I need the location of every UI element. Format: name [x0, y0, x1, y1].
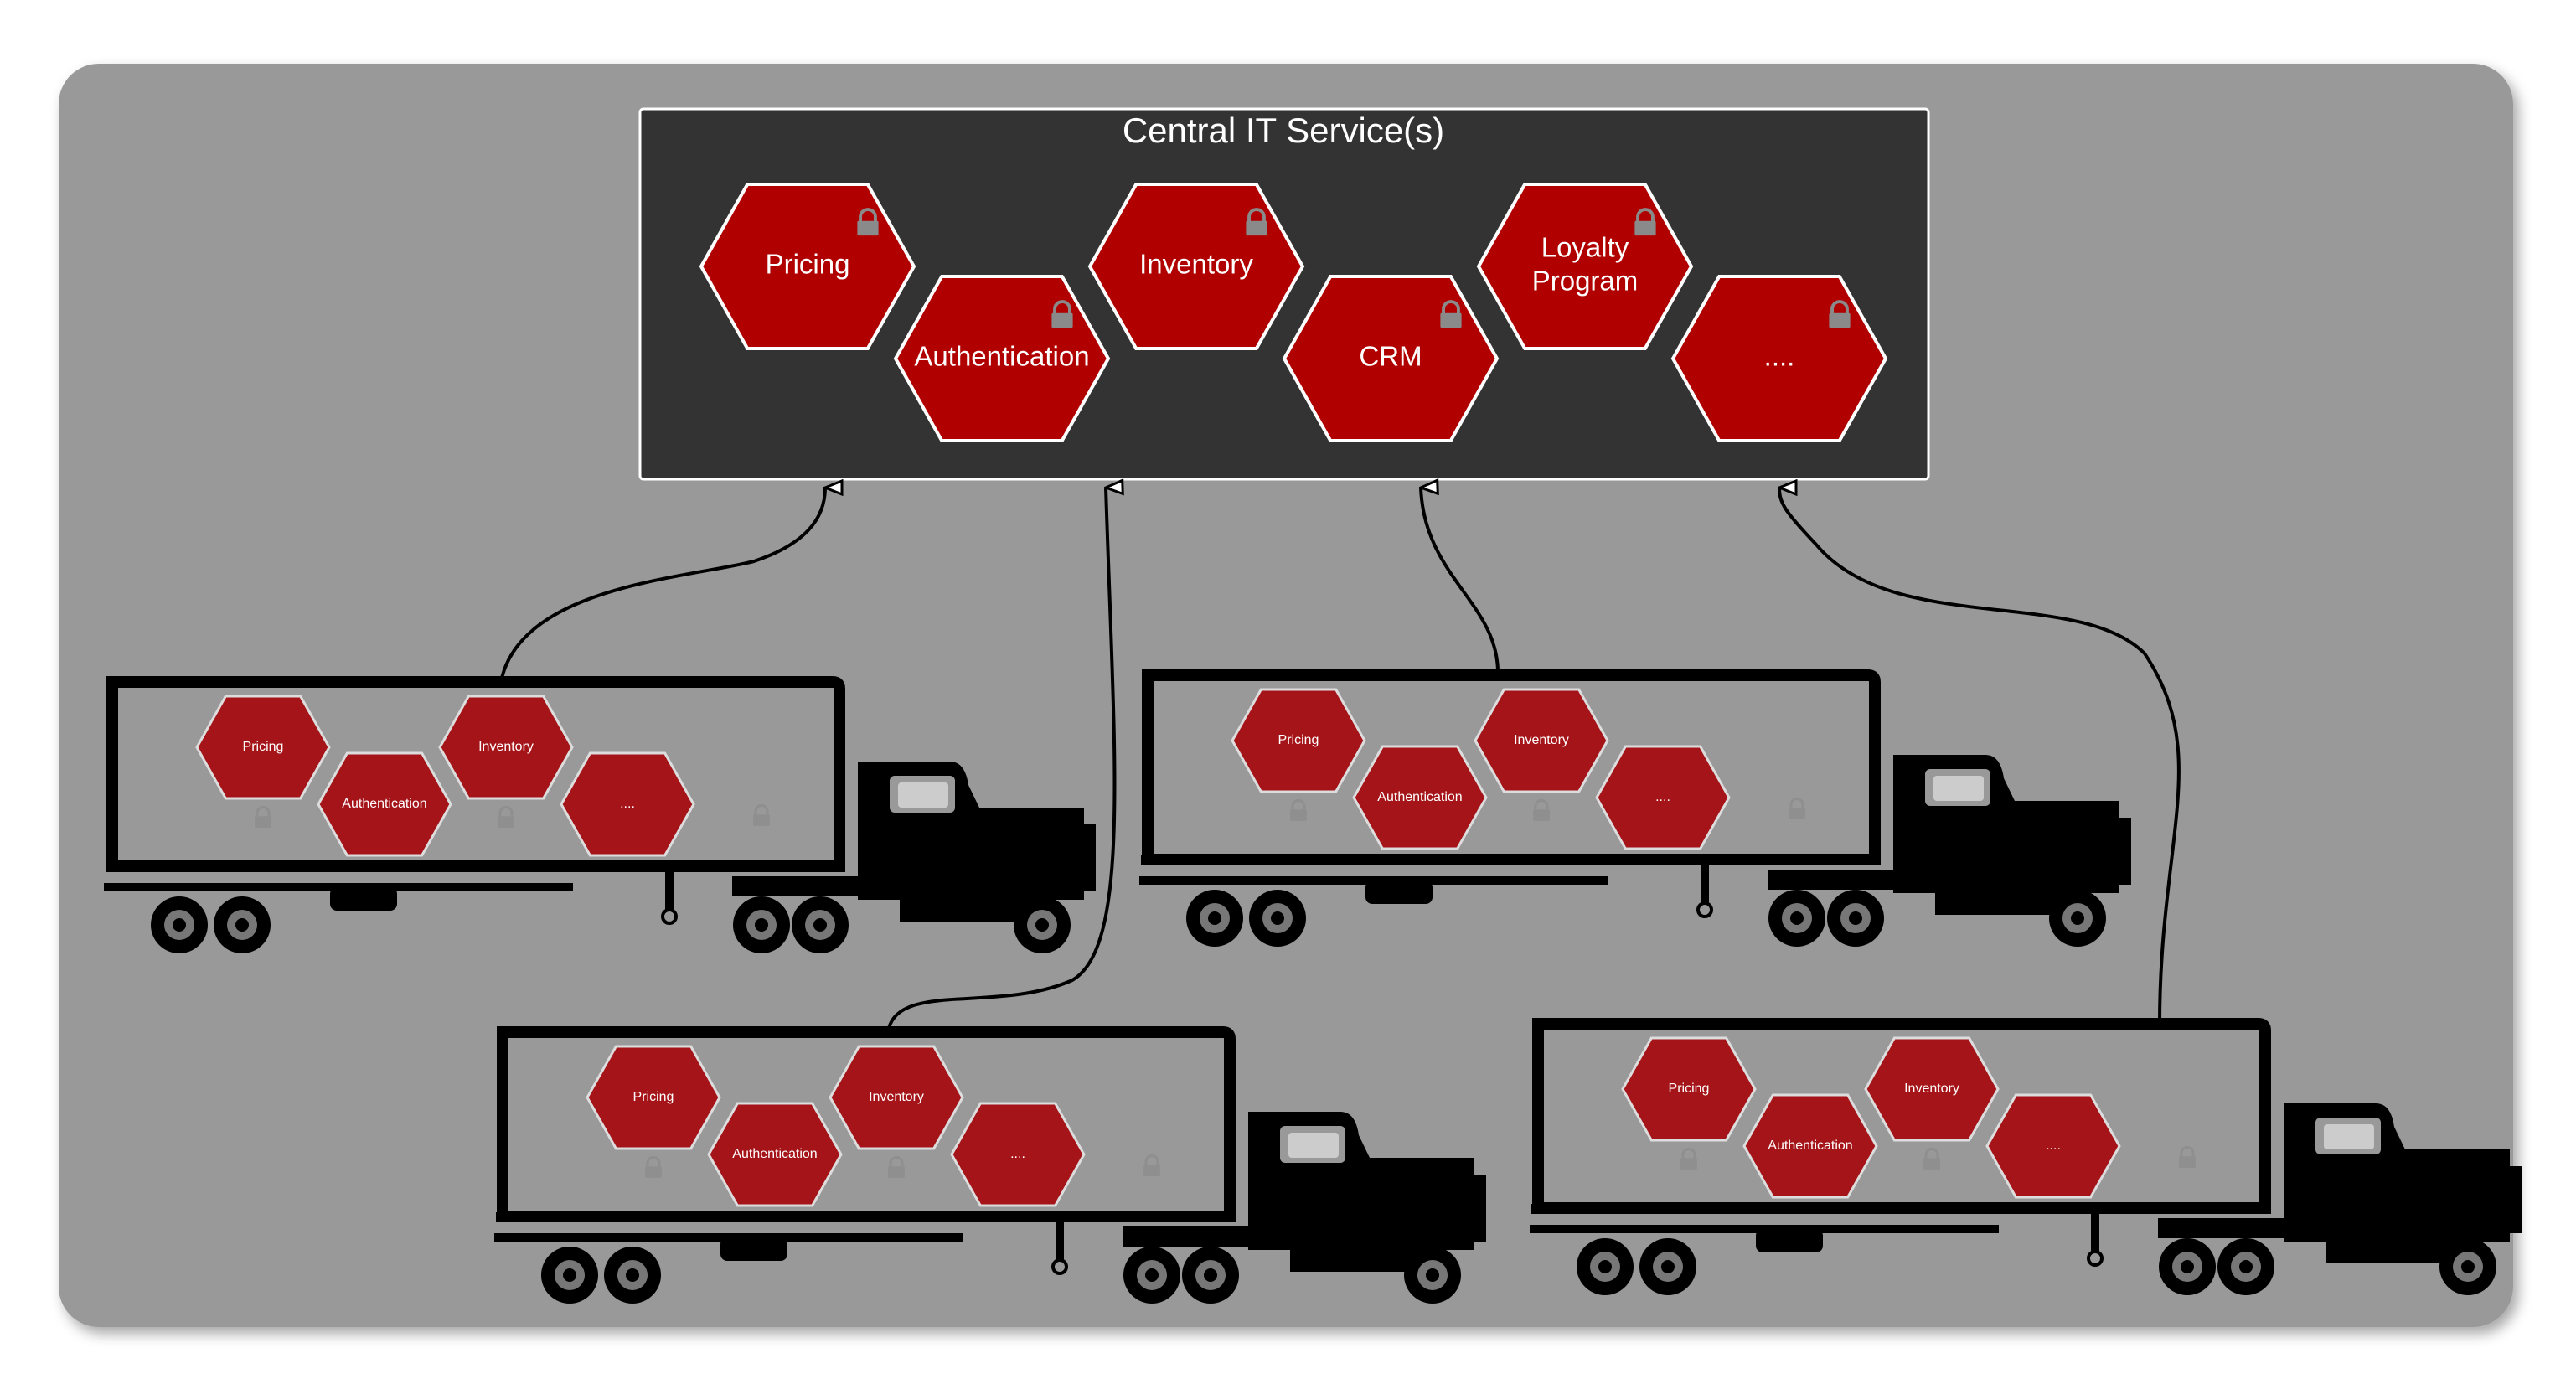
lock-icon [1789, 797, 1805, 819]
truck-service-label: Pricing [243, 740, 284, 754]
truck-service-hexagon[interactable]: Inventory [438, 695, 574, 800]
lock-icon [1290, 798, 1307, 821]
lock-icon [1923, 1147, 1940, 1170]
central-service-hexagon[interactable]: .... [1670, 275, 1888, 442]
truck-service-hexagon[interactable]: .... [1985, 1093, 2121, 1199]
lock-icon [645, 1155, 662, 1178]
truck-service-hexagon[interactable]: Inventory [829, 1045, 964, 1150]
truck-service-hexagon[interactable]: .... [1595, 745, 1731, 850]
truck-service-label: .... [1655, 790, 1670, 804]
truck-service-hexagon[interactable]: .... [560, 751, 695, 857]
truck-service-hexagon[interactable]: Pricing [1621, 1036, 1757, 1142]
arrow-icon [499, 488, 825, 683]
lock-icon [753, 803, 770, 826]
truck-service-label: Pricing [1669, 1082, 1710, 1096]
truck-service-label: Inventory [1904, 1082, 1959, 1096]
central-service-hexagon[interactable]: Authentication [893, 275, 1111, 442]
truck-service-hexagon[interactable]: Pricing [195, 695, 331, 800]
central-title: Central IT Service(s) [1123, 111, 1444, 150]
lock-icon [1829, 300, 1851, 328]
truck-service-label: .... [1010, 1147, 1025, 1161]
arrow-icon [886, 488, 1114, 1033]
truck-service-hexagon[interactable]: Authentication [1352, 745, 1488, 850]
truck-service-label: .... [2046, 1139, 2061, 1153]
lock-icon [1143, 1154, 1160, 1176]
arrow-icon [1779, 488, 2181, 1025]
connectors [499, 488, 2181, 1033]
truck-service-hexagon[interactable]: Pricing [586, 1045, 721, 1150]
central-service-label: Pricing [766, 249, 850, 280]
central-service-label: CRM [1359, 341, 1422, 372]
truck-service-label: .... [620, 797, 635, 811]
central-service-label: Authentication [914, 341, 1089, 372]
truck-service-label: Inventory [478, 740, 534, 754]
truck-service-label: Authentication [342, 797, 426, 811]
truck-service-label: Inventory [1514, 733, 1569, 747]
truck-service-hexagon[interactable]: Inventory [1864, 1036, 2000, 1142]
truck-service-hexagon[interactable]: Authentication [317, 751, 452, 857]
lock-icon [1440, 300, 1462, 328]
central-service-hexagon[interactable]: Pricing [699, 183, 916, 350]
central-it-services-box: Central IT Service(s) PricingAuthenticat… [638, 107, 1930, 481]
truck-service-hexagon[interactable]: Inventory [1474, 688, 1609, 793]
central-service-label: Loyalty [1541, 232, 1629, 263]
central-service-label: Inventory [1139, 249, 1253, 280]
lock-icon [1051, 300, 1073, 328]
truck-service-hexagon[interactable]: Pricing [1231, 688, 1366, 793]
truck-service-label: Pricing [1278, 733, 1319, 747]
truck-service-label: Pricing [633, 1090, 674, 1104]
lock-icon [857, 208, 879, 236]
truck-service-label: Authentication [732, 1147, 817, 1161]
lock-icon [1246, 208, 1267, 236]
lock-icon [255, 805, 271, 828]
truck-service-hexagon[interactable]: Authentication [707, 1102, 843, 1207]
arrow-icon [1421, 488, 1500, 676]
lock-icon [1533, 798, 1550, 821]
truck-service-hexagon[interactable]: Authentication [1742, 1093, 1878, 1199]
truck-service-hexagon[interactable]: .... [950, 1102, 1086, 1207]
lock-icon [1680, 1147, 1697, 1170]
central-service-hexagon[interactable]: CRM [1282, 275, 1500, 442]
lock-icon [888, 1155, 905, 1178]
central-service-label: .... [1764, 341, 1795, 372]
lock-icon [2179, 1145, 2196, 1168]
lock-icon [498, 805, 514, 828]
trucks: PricingAuthenticationInventory....Pricin… [104, 669, 2522, 1304]
truck-service-label: Authentication [1768, 1139, 1852, 1153]
central-service-label: Program [1532, 266, 1639, 297]
lock-icon [1634, 208, 1656, 236]
truck-service-label: Authentication [1377, 790, 1462, 804]
truck-service-label: Inventory [869, 1090, 924, 1104]
central-service-hexagon[interactable]: Inventory [1087, 183, 1305, 350]
